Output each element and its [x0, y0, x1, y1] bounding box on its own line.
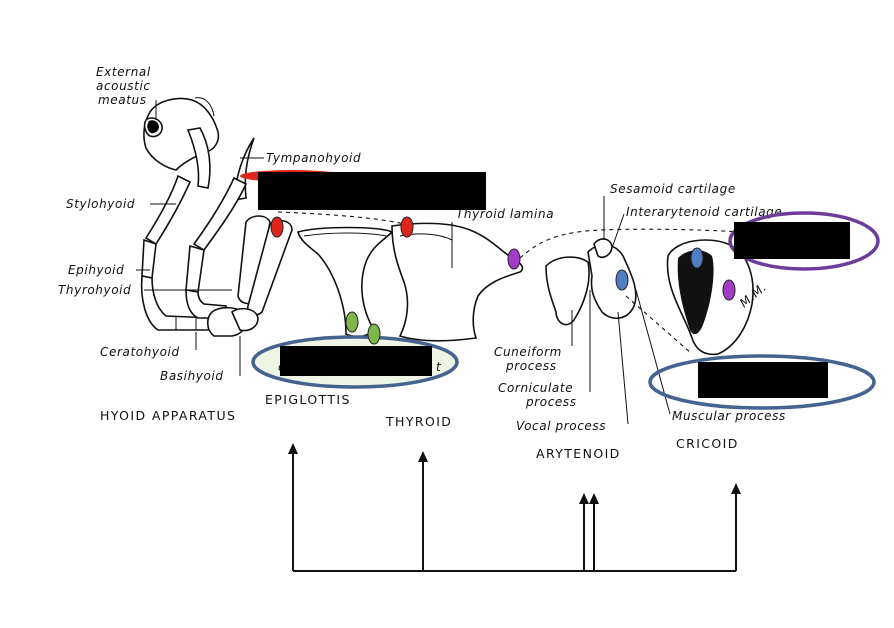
purple-marker: [722, 279, 736, 301]
stylohyoid-left: [144, 174, 192, 246]
thyroid-cartilage: [391, 222, 524, 342]
label-vocal-process: Vocal process: [516, 419, 606, 433]
epiglottis-drawing: [297, 226, 394, 338]
blue-marker: [615, 269, 629, 291]
label-partial-right: t: [436, 360, 442, 374]
stylohyoid-right: [192, 176, 248, 252]
cricoid-lumen: [677, 250, 714, 335]
arrowhead: [589, 493, 599, 504]
dashed-connector: [277, 211, 405, 225]
red-marker: [400, 216, 414, 238]
label-thyroid-lamina: Thyroid lamina: [456, 207, 554, 221]
caption-arytenoid: ARYTENOID: [536, 446, 621, 461]
annotation-overlays: e t: [240, 170, 880, 410]
cuneiform-process-shape: [545, 256, 590, 326]
dashed-connector: [519, 228, 771, 259]
label-cuneiform-process: process: [505, 359, 557, 373]
redaction-box-right-top: [734, 222, 850, 259]
arrowheads: [288, 443, 741, 504]
sesamoid-cartilage-shape: [593, 238, 613, 259]
label-corniculate-process: process: [525, 395, 577, 409]
green-marker: [367, 323, 381, 345]
colored-markers: [270, 216, 736, 345]
arrowhead: [731, 483, 741, 494]
caption-hyoid-apparatus: HYOID APPARATUS: [100, 408, 236, 423]
blue-marker: [690, 247, 704, 269]
meatus-fill: [147, 120, 159, 134]
epihyoid-right: [185, 244, 205, 293]
label-muscular-process: Muscular process: [672, 409, 786, 423]
label-corniculate: Corniculate: [498, 381, 573, 395]
arrowhead: [418, 451, 428, 462]
label-stylohyoid: Stylohyoid: [66, 197, 135, 211]
caption-thyroid: THYROID: [385, 414, 452, 429]
arrow-bracket: [292, 452, 737, 572]
caption-cricoid: CRICOID: [676, 436, 739, 451]
interarytenoid-leader: [611, 213, 625, 249]
label-basihyoid: Basihyoid: [160, 369, 224, 383]
epiglottis-cartilage: [297, 226, 394, 338]
cricoid-highlight-ellipse: [648, 354, 876, 410]
arrowhead: [579, 493, 589, 504]
purple-highlight-ellipse: [728, 211, 880, 271]
arytenoid-drawing: [545, 196, 637, 326]
redaction-box-epiglottis: [280, 346, 432, 376]
vocal-leader: [617, 311, 629, 425]
label-epihyoid: Epihyoid: [68, 263, 124, 277]
arrowhead: [288, 443, 298, 454]
caption-epiglottis: EPIGLOTTIS: [265, 392, 351, 407]
cricoid-drawing: [666, 239, 754, 356]
green-marker: [345, 311, 359, 333]
thyroid-drawing: [391, 222, 524, 342]
epihyoid-left: [141, 238, 157, 279]
epiglottis-rim: [303, 232, 387, 237]
dashed-connector: [625, 295, 693, 355]
label-cuneiform: Cuneiform: [494, 345, 562, 359]
skull-curve: [194, 97, 215, 117]
hyoid-apparatus-drawing: [140, 97, 293, 337]
label-external: External: [96, 65, 151, 79]
red-marker: [270, 216, 284, 238]
label-acoustic: acoustic: [96, 79, 151, 93]
label-interarytenoid: Interarytenoid cartilage: [626, 205, 782, 219]
label-thyrohyoid: Thyrohyoid: [58, 283, 131, 297]
label-sesamoid: Sesamoid cartilage: [610, 182, 736, 196]
basihyoid-end: [231, 307, 259, 332]
redaction-box-right-bottom: [698, 362, 828, 398]
redaction-box-top: [258, 172, 486, 210]
tympanohyoid-bone: [186, 127, 211, 189]
arytenoid-cartilage: [587, 244, 637, 319]
label-ceratohyoid: Ceratohyoid: [100, 345, 180, 359]
label-meatus: meatus: [98, 93, 147, 107]
structure-captions: HYOID APPARATUS EPIGLOTTIS THYROID ARYTE…: [100, 392, 739, 461]
purple-marker: [507, 248, 521, 270]
label-tympanohyoid: Tympanohyoid: [266, 151, 361, 165]
